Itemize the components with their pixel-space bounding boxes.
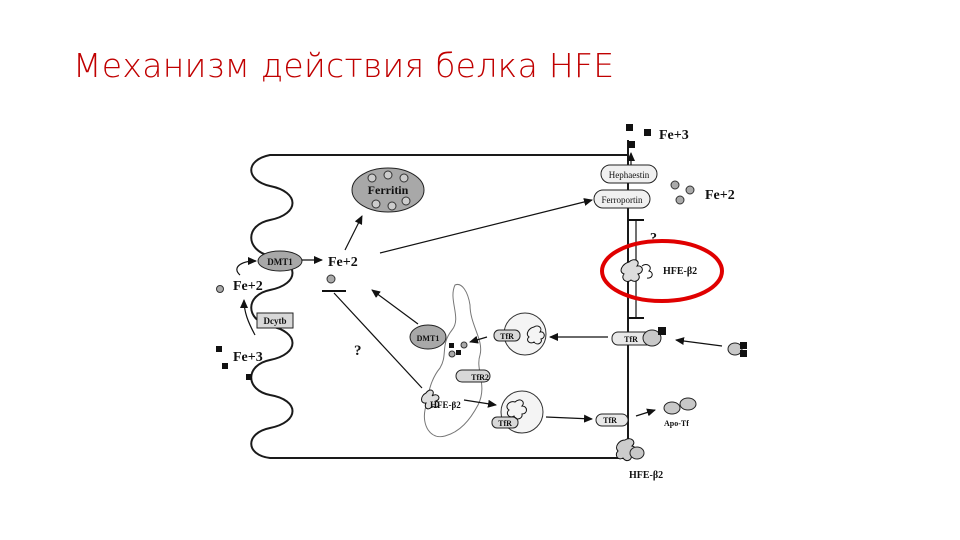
fe3-top-label: Fe+3 [659, 128, 689, 143]
hfe-membrane-protein [621, 260, 642, 282]
hfe-highlight-circle [602, 241, 722, 301]
fe2-center-dot [327, 275, 335, 283]
tfr-endosome2-label: TfR [498, 419, 512, 428]
question-center: ? [354, 343, 362, 359]
hfe-bottom-label: HFE-β2 [629, 470, 663, 481]
fe2-center-label: Fe+2 [328, 255, 358, 270]
cell-outline [251, 140, 628, 458]
hephaestin-label: Hephaestin [609, 170, 650, 180]
hfe-endosome-label: HFE-β2 [430, 400, 461, 410]
fe3-left-label: Fe+3 [233, 350, 263, 365]
dcytb-label: Dcytb [264, 316, 287, 326]
tfr-membrane2-label: TfR [603, 416, 617, 425]
endosome-outline [424, 284, 482, 436]
apo-tf-label: Apo-Tf [664, 419, 689, 428]
fe2-left-label: Fe+2 [233, 279, 263, 294]
fe2-left-dot [217, 286, 224, 293]
tfr2-label: TfR2 [471, 373, 489, 382]
question-top: ? [650, 231, 657, 246]
tfr-membrane1-label: TfR [624, 335, 638, 344]
ferroportin-label: Ferroportin [602, 195, 643, 205]
tfr-endosome1-label: TfR [500, 332, 514, 341]
apo-tf-molecule [664, 402, 680, 414]
dmt1-left-label: DMT1 [267, 257, 293, 267]
dmt1-endosome-label: DMT1 [417, 334, 440, 343]
ferritin-label: Ferritin [368, 183, 409, 197]
hfe-membrane-label: HFE-β2 [663, 266, 697, 277]
fe2-right-label: Fe+2 [705, 188, 735, 203]
